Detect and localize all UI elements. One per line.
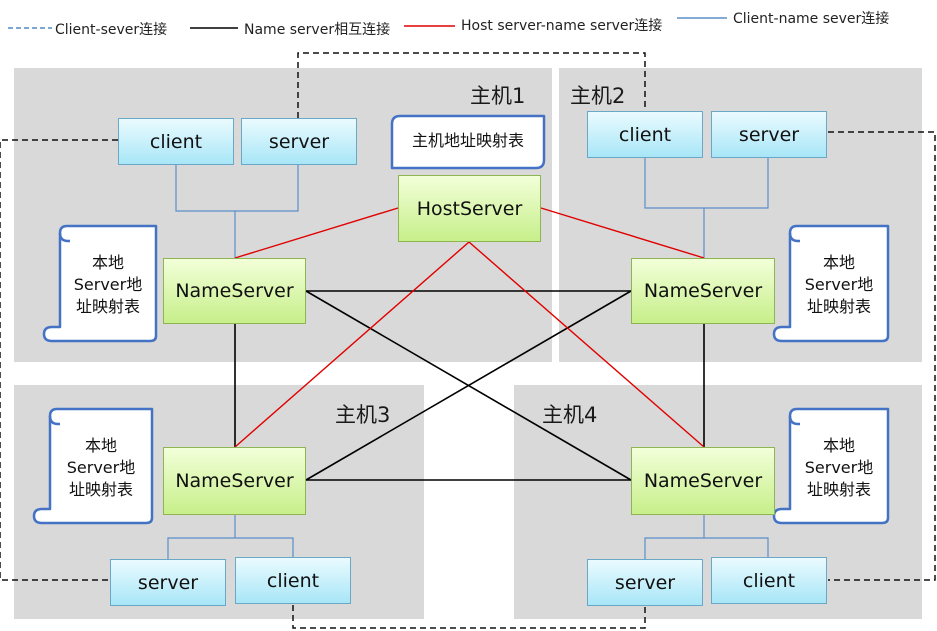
server-host4: server xyxy=(587,559,703,606)
link-host2-server xyxy=(704,157,769,209)
scroll-icon-host3 xyxy=(32,407,154,525)
local-table-host3: 本地 Server地 址映射表 xyxy=(66,436,136,499)
dash-c1-s3 xyxy=(0,139,118,581)
client-host1: client xyxy=(118,118,234,165)
nameserver-host4: NameServer xyxy=(631,447,775,515)
server-host3: server xyxy=(110,559,226,606)
client-host4: client xyxy=(711,557,827,604)
legend-label-nameserver: Name server相互连接 xyxy=(244,22,391,38)
host-3-label: 主机3 xyxy=(335,403,391,427)
hs-ns2 xyxy=(540,207,705,259)
host-4-label: 主机4 xyxy=(542,403,598,427)
link-host3-server xyxy=(167,537,294,559)
client-host2: client xyxy=(587,111,703,158)
hs-ns1 xyxy=(234,207,399,259)
host-address-table: 主机地址映射表 xyxy=(411,131,524,150)
link-host1-client xyxy=(175,164,236,258)
dash-c1-s2 xyxy=(297,52,646,118)
dash-s2-c4 xyxy=(828,131,936,581)
local-table-host2: 本地 Server地 址映射表 xyxy=(804,253,874,316)
scroll-icon-host4 xyxy=(772,407,890,525)
legend-label-client-server: Client-sever连接 xyxy=(55,22,168,38)
nameserver-host1: NameServer xyxy=(163,258,306,324)
client-host3: client xyxy=(235,557,351,604)
host-1-label: 主机1 xyxy=(470,84,526,108)
ns2-ns3 xyxy=(305,290,632,481)
link-host4-server xyxy=(644,537,769,559)
server-host2: server xyxy=(711,111,827,158)
host-table-scroll-icon xyxy=(390,114,546,170)
link-host1-server xyxy=(235,164,299,212)
legend-label-client-name: Client-name sever连接 xyxy=(733,11,890,27)
nameserver-host3: NameServer xyxy=(163,447,306,515)
hs-ns4 xyxy=(468,241,705,448)
local-table-host4: 本地 Server地 址映射表 xyxy=(804,436,874,499)
hs-ns3 xyxy=(234,241,470,448)
scroll-icon-host2 xyxy=(772,224,890,343)
legend-label-host-name: Host server-name server连接 xyxy=(461,18,663,34)
link-host2-client xyxy=(644,157,705,258)
local-table-host1: 本地 Server地 址映射表 xyxy=(73,253,143,316)
nameserver-host2: NameServer xyxy=(631,258,775,324)
host-server: HostServer xyxy=(398,175,541,242)
scroll-icon-host1 xyxy=(42,224,158,343)
host-2-label: 主机2 xyxy=(570,84,626,108)
server-host1: server xyxy=(241,118,357,165)
dash-c3-s4 xyxy=(292,605,646,629)
